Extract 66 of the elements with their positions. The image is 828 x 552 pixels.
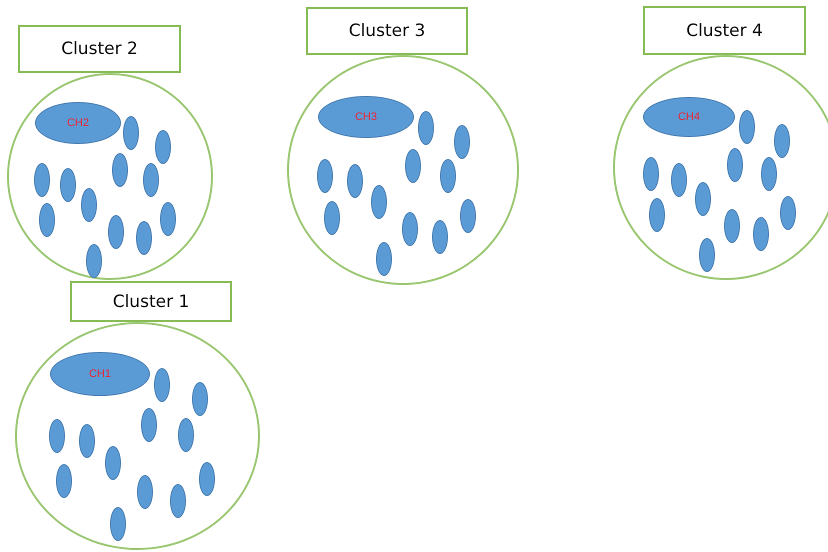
- sensor-node-ellipse: [405, 149, 421, 183]
- sensor-node-ellipse: [724, 209, 740, 243]
- cluster-head-label: CH1: [88, 368, 111, 380]
- sensor-node-ellipse: [192, 382, 208, 416]
- sensor-node-ellipse: [418, 111, 434, 145]
- sensor-node-ellipse: [86, 244, 102, 278]
- sensor-node-ellipse: [774, 124, 790, 158]
- sensor-node-ellipse: [649, 198, 665, 232]
- cluster-head-ellipse: [35, 102, 121, 144]
- cluster-label-box: [643, 6, 806, 55]
- sensor-node-ellipse: [143, 163, 159, 197]
- sensor-node-ellipse: [739, 110, 755, 144]
- sensor-node-ellipse: [141, 408, 157, 442]
- sensor-node-ellipse: [108, 215, 124, 249]
- sensor-node-ellipse: [761, 157, 777, 191]
- sensor-node-ellipse: [123, 116, 139, 150]
- cluster-head-ellipse: [50, 352, 150, 396]
- cluster-title: Cluster 3: [348, 21, 426, 41]
- sensor-node-ellipse: [155, 130, 171, 164]
- sensor-node-ellipse: [440, 159, 456, 193]
- cluster-head-label: CH4: [678, 111, 700, 123]
- sensor-node-ellipse: [324, 201, 340, 235]
- sensor-node-ellipse: [699, 238, 715, 272]
- sensor-node-ellipse: [347, 164, 363, 198]
- cluster-label-box: [18, 25, 181, 73]
- sensor-node-ellipse: [753, 217, 769, 251]
- sensor-node-ellipse: [34, 163, 50, 197]
- sensor-node-ellipse: [105, 446, 121, 480]
- sensor-node-ellipse: [160, 202, 176, 236]
- sensor-node-ellipse: [643, 157, 659, 191]
- sensor-node-ellipse: [460, 199, 476, 233]
- sensor-node-ellipse: [671, 163, 687, 197]
- sensor-node-ellipse: [371, 185, 387, 219]
- cluster-head-label: CH2: [66, 117, 89, 129]
- sensor-node-ellipse: [136, 221, 152, 255]
- sensor-node-ellipse: [454, 125, 470, 159]
- cluster-circle: [287, 55, 519, 285]
- sensor-node-ellipse: [39, 203, 55, 237]
- sensor-node-ellipse: [81, 188, 97, 222]
- sensor-node-ellipse: [79, 424, 95, 458]
- sensor-node-ellipse: [317, 159, 333, 193]
- sensor-node-ellipse: [154, 368, 170, 402]
- cluster-title: Cluster 4: [686, 20, 763, 40]
- cluster-head-label: CH3: [354, 111, 377, 123]
- sensor-node-ellipse: [376, 242, 392, 276]
- cluster-circle: [7, 73, 213, 280]
- cluster-circle: [613, 55, 828, 280]
- sensor-node-ellipse: [56, 464, 72, 498]
- cluster-circle: [15, 322, 260, 550]
- sensor-node-ellipse: [170, 484, 186, 518]
- cluster-label-box: [70, 281, 232, 322]
- sensor-node-ellipse: [112, 153, 128, 187]
- sensor-node-ellipse: [49, 419, 65, 453]
- sensor-node-ellipse: [110, 507, 126, 541]
- sensor-node-ellipse: [727, 148, 743, 182]
- sensor-node-ellipse: [402, 212, 418, 246]
- sensor-node-ellipse: [60, 168, 76, 202]
- sensor-node-ellipse: [178, 418, 194, 452]
- cluster-label-box: [306, 7, 468, 55]
- sensor-node-ellipse: [137, 475, 153, 509]
- cluster-title: Cluster 1: [112, 292, 190, 312]
- cluster-title: Cluster 2: [61, 39, 138, 59]
- sensor-node-ellipse: [199, 462, 215, 496]
- sensor-node-ellipse: [432, 220, 448, 254]
- sensor-node-ellipse: [780, 196, 796, 230]
- sensor-node-ellipse: [695, 182, 711, 216]
